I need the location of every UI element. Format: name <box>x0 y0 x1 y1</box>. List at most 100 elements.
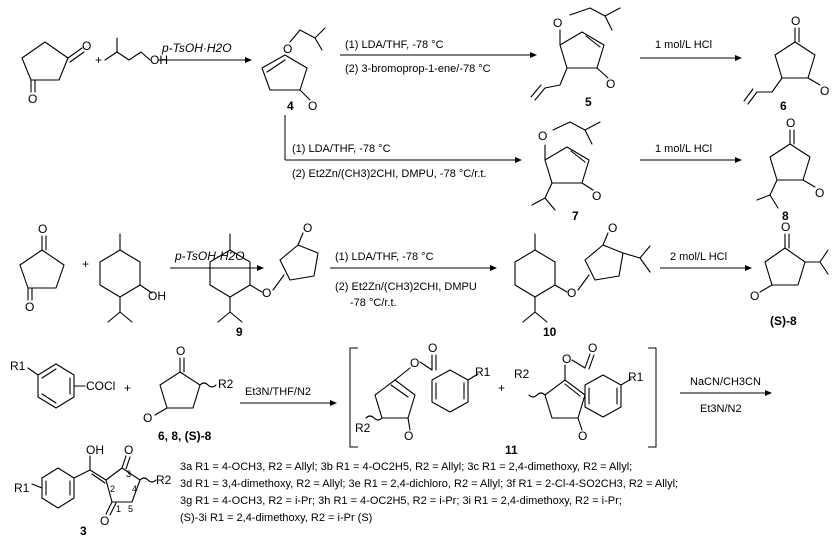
cond-nacn: NaCN/CH3CN <box>690 376 761 388</box>
atom-o: O <box>410 356 419 370</box>
atom-o: O <box>428 341 437 355</box>
r1-group: R1 <box>628 370 644 384</box>
atom-o: O <box>176 344 185 358</box>
reagent-ptsoh: p-TsOH·H2O <box>161 41 232 55</box>
compound-label-5: 5 <box>585 95 592 109</box>
atom-o: O <box>38 222 47 236</box>
bracket-left <box>349 347 358 448</box>
r1-group: R1 <box>475 365 491 379</box>
menthol-structure: OH <box>99 233 166 323</box>
atom-o: O <box>28 92 37 106</box>
cond-et3n: Et3N/N2 <box>700 403 742 415</box>
arrow-head <box>245 57 252 63</box>
atom-o: O <box>606 77 615 91</box>
product-line-1: 3a R1 = 4-OCH3, R2 = Allyl; 3b R1 = 4-OC… <box>180 461 632 473</box>
arrow-head <box>735 55 742 61</box>
compound-7-structure: O O <box>531 121 601 211</box>
atom-o: O <box>283 42 292 56</box>
compound-10-structure: O O <box>514 221 651 323</box>
atom-o: O <box>538 129 547 143</box>
product-line-3: 3g R1 = 4-OCH3, R2 = i-Pr; 3h R1 = 4-OC2… <box>180 495 622 507</box>
atom-o: O <box>404 429 413 443</box>
step-lda-3: (1) LDA/THF, -78 °C <box>335 251 434 263</box>
atom-o: O <box>25 300 34 314</box>
arrow-head <box>490 265 497 271</box>
atom-o: O <box>750 289 759 303</box>
atom-o: O <box>124 443 133 457</box>
cyclopentanedione-structure-2: O O <box>19 222 65 314</box>
svg-text:4: 4 <box>132 484 137 494</box>
reagent-et3n: Et3N/THF/N2 <box>245 386 311 398</box>
product-line-4: (S)-3i R1 = 2,4-dimethoxy, R2 = i-Pr (S) <box>180 512 372 524</box>
atom-o: O <box>820 84 829 98</box>
plus-sign: + <box>124 381 131 395</box>
dione-substrate-structure: O O R2 <box>143 344 234 425</box>
step-ipr: (2) Et2Zn/(CH3)2CHI, DMPU, -78 °C/r.t. <box>292 168 487 180</box>
atom-o: O <box>303 221 312 235</box>
substrate-labels: 6, 8, (S)-8 <box>158 429 212 443</box>
compound-label-10: 10 <box>543 325 557 339</box>
isobutanol-structure: OH <box>104 37 168 67</box>
r2-group: R2 <box>218 377 234 391</box>
svg-text:3: 3 <box>126 469 131 479</box>
svg-text:1: 1 <box>116 504 121 514</box>
atom-o: O <box>786 116 795 130</box>
atom-o: O <box>608 221 617 235</box>
atom-o: O <box>308 99 317 113</box>
step-ipr-2: (2) Et2Zn/(CH3)2CHI, DMPU <box>335 281 477 293</box>
benzoyl-chloride-structure: COCl R1 <box>10 359 115 409</box>
compound-8-structure: O O <box>756 116 824 209</box>
atom-o: O <box>562 352 571 366</box>
atom-o: O <box>791 14 800 28</box>
svg-text:5: 5 <box>128 504 133 514</box>
compound-5-structure: O O <box>530 7 621 101</box>
arrow-head <box>330 400 337 406</box>
r2-group: R2 <box>514 367 530 381</box>
arrow-head <box>745 265 752 271</box>
atom-o: O <box>143 411 152 425</box>
acyl-chloride: COCl <box>86 379 115 393</box>
atom-o: O <box>82 39 91 53</box>
compound-label-11: 11 <box>505 443 518 457</box>
atom-o: O <box>781 220 790 234</box>
compound-label-s8: (S)-8 <box>770 314 797 328</box>
svg-text:2: 2 <box>110 484 115 494</box>
step-allyl-bromide: (2) 3-bromoprop-1-ene/-78 °C <box>345 63 491 75</box>
compound-4-structure: O O <box>261 27 326 113</box>
compound-6-structure: O O <box>743 14 829 105</box>
step-lda-2: (1) LDA/THF, -78 °C <box>292 143 391 155</box>
compound-label-6: 6 <box>780 99 787 113</box>
atom-o: O <box>100 514 109 528</box>
plus-sign: + <box>95 53 102 67</box>
enol-ester-b-structure: O O R1 O R2 <box>514 341 644 443</box>
plus-sign: + <box>498 381 505 395</box>
bracket-right <box>648 347 657 448</box>
r1-group: R1 <box>10 359 26 373</box>
atom-o: O <box>262 286 271 300</box>
atom-o: O <box>592 189 601 203</box>
compound-9-structure: O O <box>209 221 319 323</box>
compound-label-9: 9 <box>236 325 243 339</box>
arrow-head <box>735 157 742 163</box>
product-line-2: 3d R1 = 3,4-dimethoxy, R2 = Allyl; 3e R1… <box>180 478 678 490</box>
atom-o: O <box>815 186 824 200</box>
product-3-structure: R1 OH O O R2 3 2 4 1 5 <box>14 443 172 528</box>
atom-o: O <box>588 341 597 355</box>
compound-label-3: 3 <box>80 524 87 538</box>
reagent-ptsoh-2: p-TsOH·H2O <box>174 249 245 263</box>
r2-group: R2 <box>156 473 172 487</box>
atom-o: O <box>578 429 587 443</box>
atom-o: O <box>553 16 562 30</box>
arrow-head <box>257 265 264 271</box>
plus-sign: + <box>82 257 89 271</box>
compound-label-4: 4 <box>287 99 294 113</box>
atom-o: O <box>567 286 576 300</box>
compound-s8-structure: O O <box>750 220 829 303</box>
arrow-head <box>515 157 522 163</box>
step-lda: (1) LDA/THF, -78 °C <box>345 39 444 51</box>
arrow-head <box>765 390 772 396</box>
compound-label-8: 8 <box>782 209 789 223</box>
step-temp: -78 °C/r.t. <box>350 297 397 309</box>
acid-hcl-2: 1 mol/L HCl <box>655 143 712 155</box>
